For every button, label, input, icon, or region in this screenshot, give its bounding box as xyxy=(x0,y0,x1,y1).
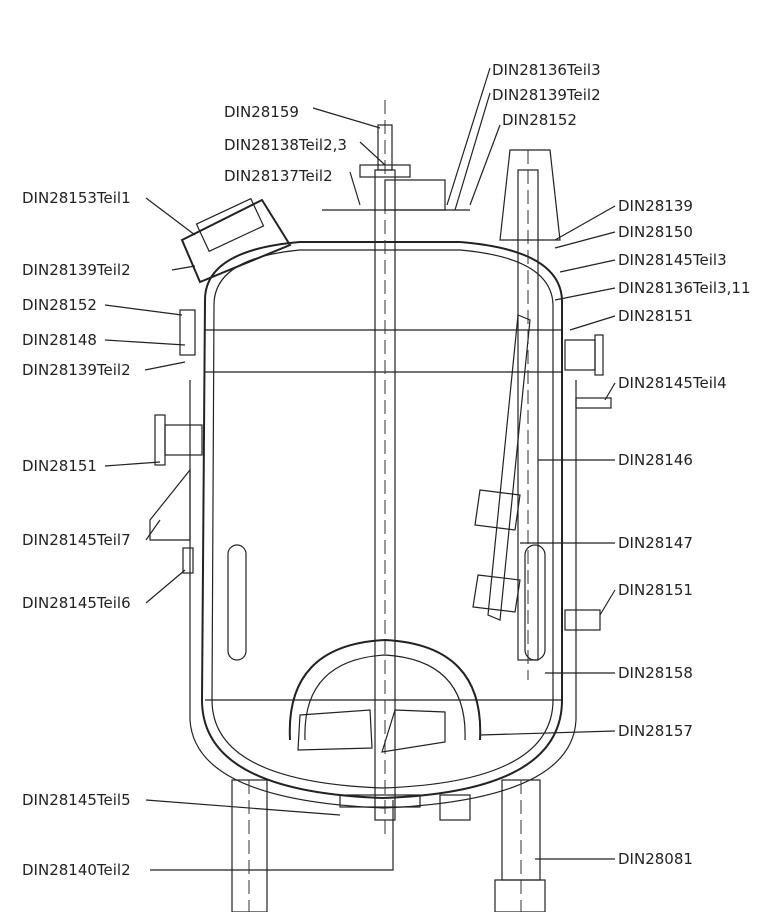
label-din28136-teil3: DIN28136Teil3 xyxy=(492,61,601,79)
label-din28139-teil2: DIN28139Teil2 xyxy=(492,86,601,104)
baffle-pipe xyxy=(227,149,561,680)
label-din28139-teil2: DIN28139Teil2 xyxy=(22,361,131,379)
manhole xyxy=(180,197,292,284)
label-din28136-teil3-11: DIN28136Teil3,11 xyxy=(618,279,751,297)
label-din28137-teil2: DIN28137Teil2 xyxy=(224,167,333,185)
label-din28158: DIN28158 xyxy=(618,664,693,682)
label-din28157: DIN28157 xyxy=(618,722,693,740)
label-din28145-teil3: DIN28145Teil3 xyxy=(618,251,727,269)
label-din28147: DIN28147 xyxy=(618,534,693,552)
leader-lines xyxy=(104,67,616,871)
label-din28150: DIN28150 xyxy=(618,223,693,241)
vessel-shell xyxy=(189,241,577,809)
label-din28152: DIN28152 xyxy=(502,111,577,129)
label-din28151: DIN28151 xyxy=(618,307,693,325)
anchor-agitator xyxy=(288,638,482,753)
label-din28151: DIN28151 xyxy=(618,581,693,599)
label-din28139: DIN28139 xyxy=(618,197,693,215)
label-din28140-teil2: DIN28140Teil2 xyxy=(22,861,131,879)
label-din28138-teil2-3: DIN28138Teil2,3 xyxy=(224,136,347,154)
legs xyxy=(231,779,546,912)
label-din28152: DIN28152 xyxy=(22,296,97,314)
label-din28145-teil6: DIN28145Teil6 xyxy=(22,594,131,612)
nozzles xyxy=(149,309,612,821)
label-din28151: DIN28151 xyxy=(22,457,97,475)
label-din28159: DIN28159 xyxy=(224,103,299,121)
agitator-shaft xyxy=(322,100,470,840)
label-din28148: DIN28148 xyxy=(22,331,97,349)
label-din28081: DIN28081 xyxy=(618,850,693,868)
label-din28145-teil4: DIN28145Teil4 xyxy=(618,374,727,392)
label-din28145-teil5: DIN28145Teil5 xyxy=(22,791,131,809)
label-din28153-teil1: DIN28153Teil1 xyxy=(22,189,131,207)
label-din28139-teil2: DIN28139Teil2 xyxy=(22,261,131,279)
label-din28145-teil7: DIN28145Teil7 xyxy=(22,531,131,549)
label-din28146: DIN28146 xyxy=(618,451,693,469)
